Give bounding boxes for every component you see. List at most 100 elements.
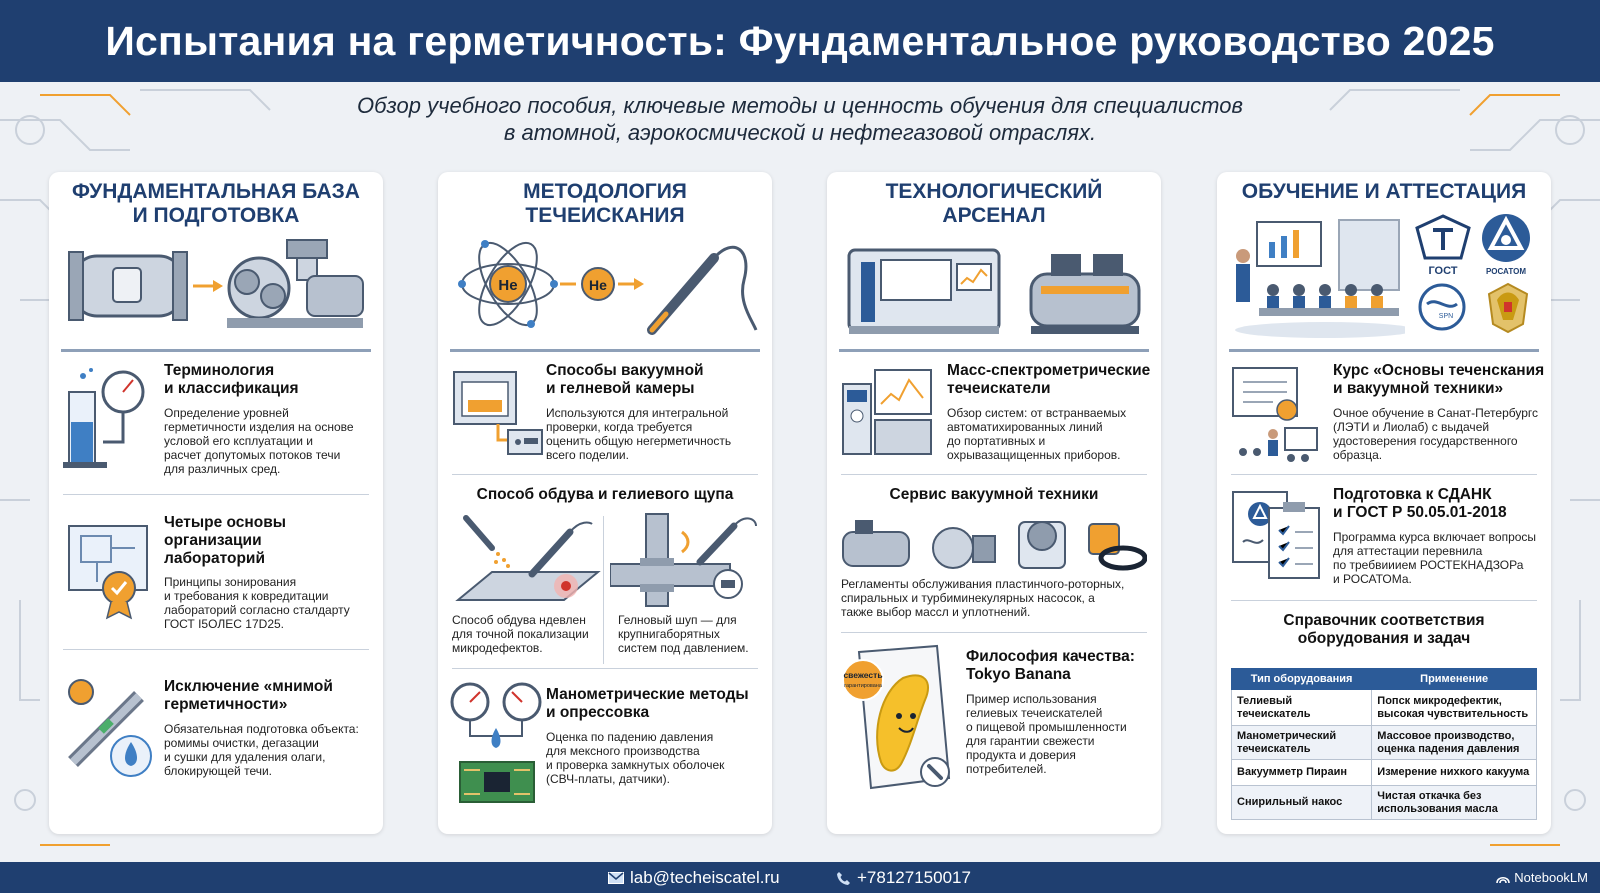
desc-line: по требвииием РОСТЕКНАДЗОРа	[1333, 558, 1524, 572]
title-line: Исключение «мнимой	[164, 678, 333, 695]
desc-line: условой его ксплуатации и	[164, 434, 313, 448]
gost-logo-icon: ГОСТ	[1415, 214, 1471, 276]
item-title-terminology: Терминология и классификация	[164, 362, 299, 398]
desc-line: автоматихированных линий	[947, 420, 1103, 434]
table-cell: Чистая откачка без использования масла	[1371, 785, 1537, 820]
desc-blowing-method: Способ обдува ндевлен для точной покализ…	[452, 613, 589, 655]
desc-line: и требования к ковредитации	[164, 589, 329, 603]
desc-line: Программа курса включает вопросы	[1333, 530, 1537, 544]
vertical-divider	[603, 516, 604, 664]
footer: lab@techeiscatel.ru +78127150017 Noteboo…	[0, 862, 1600, 893]
desc-line: ромимы очистки, дегазации	[164, 736, 319, 750]
banana-package-icon: свежесть гарантирована	[842, 644, 951, 790]
title-line: Tokyo Banana	[966, 666, 1071, 683]
item-desc-false-seal: Обязательная подготовка объекта: ромимы …	[164, 722, 359, 778]
desc-line: спиральных и турбиминекулярных насосок, …	[841, 591, 1095, 605]
column-title: ТЕХНОЛОГИЧЕСКИЙ АРСЕНАЛ	[837, 180, 1151, 228]
desc-line: потребителей.	[966, 762, 1047, 776]
item-divider	[63, 649, 369, 650]
item-desc-vacuum-chamber: Используются для интегральной проверки, …	[546, 406, 731, 462]
footer-email[interactable]: lab@techeiscatel.ru	[608, 868, 780, 888]
item-title-blowing-probe: Способ обдува и гелиевого щупа	[476, 486, 734, 503]
title-line: и ГОСТ Р 50.05.01-2018	[1333, 504, 1507, 521]
column-fundamentals: ФУНДАМЕНТАЛЬНАЯ БАЗА И ПОДГОТОВКА Термин…	[49, 172, 383, 834]
column-technology: ТЕХНОЛОГИЧЕСКИЙ АРСЕНАЛ Масс-спектрометр…	[827, 172, 1161, 834]
item-title-manometric: Манометрические методы и опрессовка	[546, 686, 749, 722]
desc-line: всего поделии.	[546, 448, 629, 462]
item-desc-vacuum-service: Регламенты обслуживания пластинчого-рото…	[841, 577, 1124, 619]
title-line: лабораторий	[164, 550, 265, 567]
manometer-pcb-icon	[450, 682, 542, 803]
notebooklm-icon	[1496, 876, 1511, 883]
desc-line: крупнигабоpятных	[618, 627, 720, 641]
table-row: Манометрический течеискатель Массовое пр…	[1230, 725, 1537, 760]
mail-icon	[608, 872, 624, 884]
phone-link[interactable]: +78127150017	[857, 868, 971, 887]
desc-line: для мексного производства	[546, 744, 700, 758]
column-title-line: ТЕХНОЛОГИЧЕСКИЙ	[885, 180, 1103, 203]
column-title-line: МЕТОДОЛОГИЯ	[523, 180, 687, 203]
footer-phone[interactable]: +78127150017	[836, 868, 971, 888]
table-cell: Снирильный накос	[1230, 785, 1373, 820]
valve-pump-illustration	[68, 239, 364, 328]
table-cell: Вакуумметр Пираин	[1230, 759, 1373, 786]
column-title-line: АРСЕНАЛ	[942, 204, 1046, 227]
table-cell: Попск микродефектик, высокая чувствитель…	[1371, 689, 1537, 726]
title-line: Философия качества:	[966, 648, 1135, 665]
emblem-logo-icon	[1487, 282, 1529, 334]
desc-line: продукта и доверия	[966, 748, 1076, 762]
desc-line: до портативных и	[947, 434, 1046, 448]
item-divider	[1231, 474, 1537, 475]
pumps-row-icon	[842, 520, 1147, 571]
spn-logo-icon: SPN	[1418, 283, 1466, 331]
title-line: и опрессовка	[546, 704, 650, 721]
item-title-quality-philosophy: Философия качества: Tokyo Banana	[966, 648, 1135, 684]
pipe-drop-icon	[68, 679, 152, 777]
table-cell: Телиевый течеискатель	[1230, 689, 1373, 726]
item-title-course: Курс «Основы теченскания и вакуумной тех…	[1333, 362, 1544, 398]
email-link[interactable]: lab@techeiscatel.ru	[630, 868, 780, 887]
table-cell: Измерение нихкого какуума	[1371, 759, 1537, 786]
desc-line: Обязательная подготовка объекта:	[164, 722, 359, 736]
classroom-illustration	[1235, 219, 1405, 338]
freshness-badge-line-1: свежесть	[843, 670, 882, 680]
title-line: и классификация	[164, 380, 299, 397]
title-line: течеискатели	[947, 380, 1051, 397]
leak-detector-pump-illustration	[847, 248, 1141, 334]
desc-line: и РОСАТОМа.	[1333, 572, 1412, 586]
equipment-reference-table: Тип оборудования Применение Телиевый теч…	[1230, 668, 1537, 820]
column-title-line: И ПОДГОТОВКА	[132, 204, 300, 227]
item-divider	[841, 632, 1147, 633]
section-divider	[1229, 349, 1539, 352]
desc-line: удостоверения государственного	[1333, 434, 1518, 448]
vacuum-chamber-icon	[453, 371, 543, 455]
desc-line: микродефектов.	[452, 641, 543, 655]
desc-line: герметичности изделия на основе	[164, 420, 354, 434]
table-row: Вакуумметр Пираин Измерение нихкого каку…	[1230, 759, 1537, 786]
title-line: Масс-спектрометрические	[947, 362, 1151, 379]
desc-line: также выбор масcл и уплотнений.	[841, 605, 1031, 619]
table-cell: Массовое производство, оценка падения да…	[1371, 725, 1537, 760]
desc-line: гелиевых течеискателей	[966, 706, 1103, 720]
item-divider	[63, 494, 369, 495]
reference-table-title: Справочник соответствия оборудования и з…	[1217, 612, 1551, 648]
item-divider	[1231, 600, 1537, 601]
item-desc-lab-basics: Принципы зонирования и требования к ковр…	[164, 575, 350, 631]
beaker-gauge-icon	[63, 368, 145, 468]
column-title-line: ФУНДАМЕНТАЛЬНАЯ БАЗА	[72, 180, 360, 203]
mass-spectrometer-icon	[842, 369, 932, 455]
item-title-sdank: Подготовка к СДАНК и ГОСТ Р 50.05.01-201…	[1333, 486, 1507, 522]
desc-line: для аттестации перевнила	[1333, 544, 1483, 558]
title-line: и гелневой камеры	[546, 380, 695, 397]
table-header-cell: Применение	[1371, 668, 1537, 690]
title-line: Терминология	[164, 362, 275, 379]
page-title: Испытания на герметичность: Фундаменталь…	[0, 0, 1600, 82]
desc-line: блокирующей течи.	[164, 764, 273, 778]
desc-line: Пример использования	[966, 692, 1097, 706]
title-line: Справочник соответствия	[1283, 612, 1485, 629]
rosatom-logo-text: РОСАТОМ	[1486, 267, 1526, 276]
desc-line: расчет допутомых потоков течи	[164, 448, 341, 462]
helium-probe-pipe-icon	[610, 513, 757, 607]
certificate-lecture-icon	[1232, 367, 1318, 462]
helium-atom-probe-illustration: He He	[458, 240, 758, 335]
